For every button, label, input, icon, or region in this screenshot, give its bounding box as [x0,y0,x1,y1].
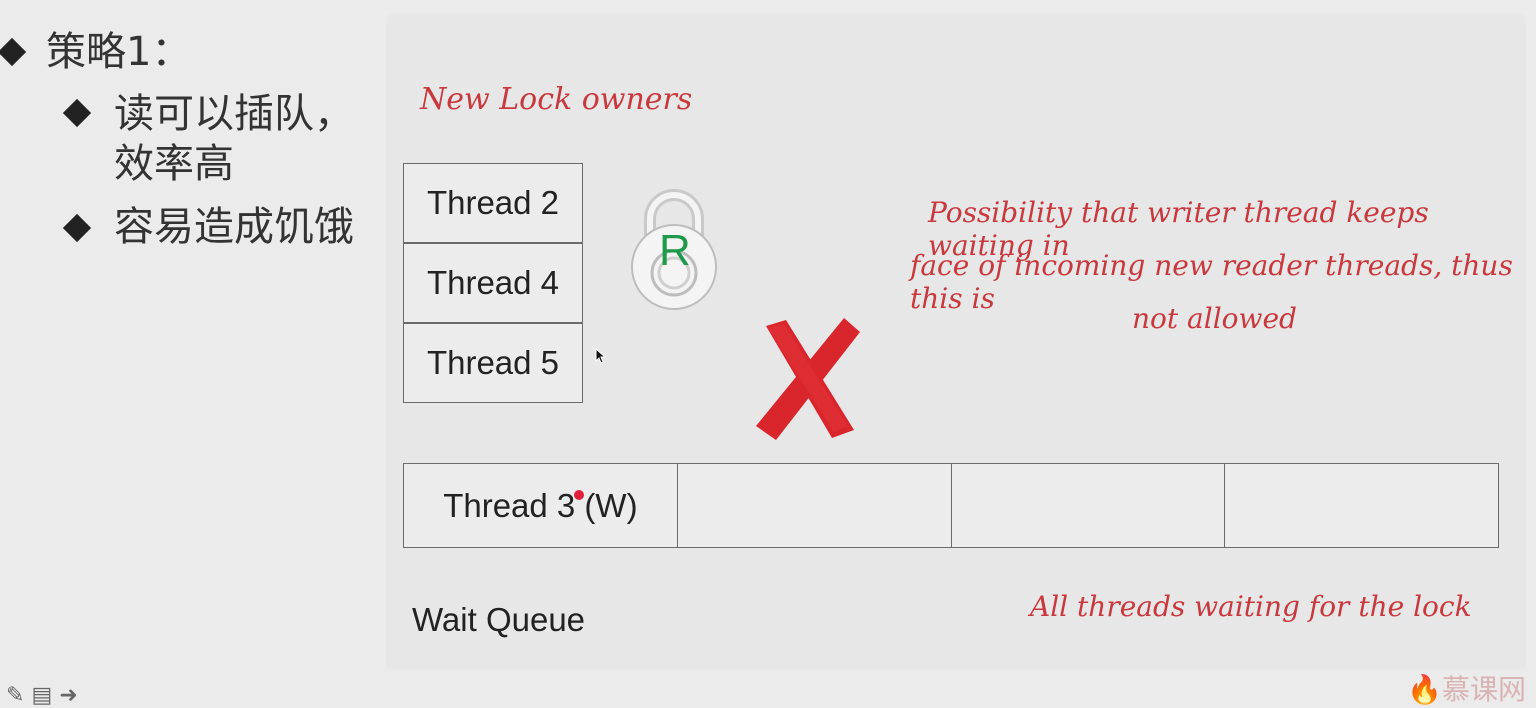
owners-label: New Lock owners [420,82,693,117]
cross-icon [756,318,860,440]
owner-thread-4: Thread 4 [403,243,583,323]
pen-icon[interactable]: ✎ [6,683,25,708]
next-arrow-icon[interactable]: ➜ [59,683,78,708]
page-icon[interactable]: ▤ [31,683,53,708]
queue-slot-2 [678,464,952,547]
brand-logo: 🔥慕课网 [1407,673,1526,706]
wait-queue-caption: Wait Queue [412,601,586,638]
lock-letter: R [659,226,691,275]
queue-slot-3 [952,464,1226,547]
queue-slot-4 [1225,464,1498,547]
bullet-read-jump: 读可以插队， [114,91,354,137]
bullet-diamond [62,98,92,128]
owner-thread-2: Thread 2 [403,163,583,243]
lock-icon [631,189,717,310]
annotation-toolbar[interactable]: ✎ ▤ ➜ [6,683,78,708]
pointer-dot-icon [574,490,584,500]
cursor-icon [595,348,607,364]
bullet-efficiency: 效率高 [114,141,234,187]
bullet-diamond [0,37,27,67]
flame-icon: 🔥 [1407,673,1442,706]
queue-note: All threads waiting for the lock [1030,590,1472,623]
queue-slot-1: Thread 3 (W) [404,464,678,547]
note-line-3: not allowed [1132,302,1297,335]
bullet-diamond [62,213,92,243]
note-line-1: Possibility that writer thread keeps wai… [928,196,1429,262]
slide-heading: 策略1： [46,29,192,75]
wait-queue: Thread 3 (W) [403,463,1499,548]
bullet-starvation: 容易造成饥饿 [114,204,354,250]
owner-thread-5: Thread 5 [403,323,583,403]
note-line-2: face of incoming new reader threads, thu… [910,249,1513,315]
